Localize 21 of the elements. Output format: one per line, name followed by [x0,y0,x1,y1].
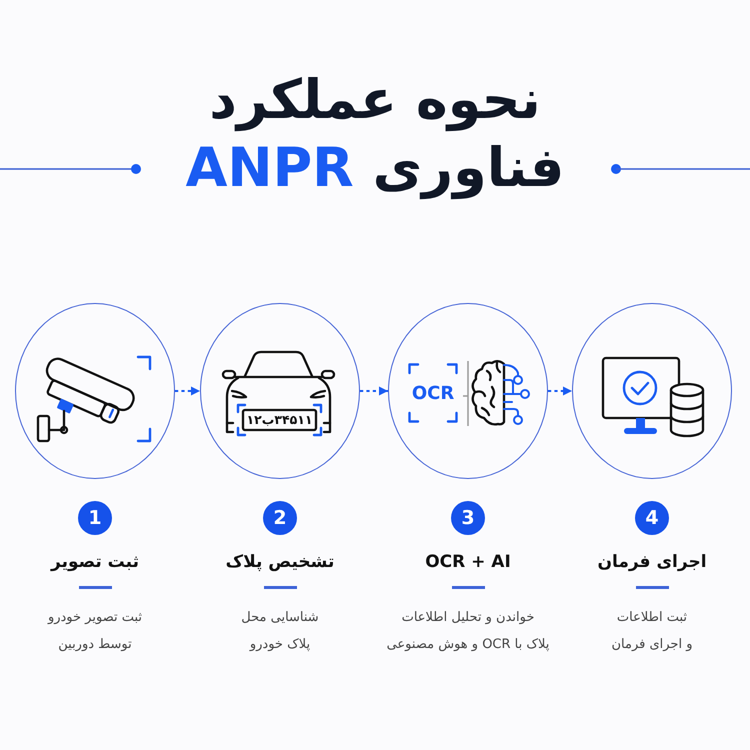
step-description: خواندن و تحلیل اطلاعات پلاک با OCR و هوش مصنوعی [386,609,550,654]
dotted-arrow [175,386,200,396]
step-number: 3 [451,501,485,535]
step-description: ثبت اطلاعات و اجرای فرمان [611,609,692,654]
step-circle [572,303,732,479]
step-title: اجرای فرمان [597,551,707,574]
plate-number: ۱۲ب۳۴۵۱۱ [246,412,312,428]
step-circle [200,303,360,479]
step-number: 4 [635,501,669,535]
step-title: OCR + AI [425,551,511,574]
dotted-arrow [360,386,388,396]
step-number: 1 [78,501,112,535]
step-title: ثبت تصویر [51,551,139,574]
step-circle [388,303,548,479]
step-number: 2 [263,501,297,535]
step-title: تشخیص پلاک [226,551,334,574]
step-circle [15,303,175,479]
ocr-text: OCR [412,383,454,405]
step-description: ثبت تصویر خودرو توسط دوربین [48,609,142,654]
step-description: شناسایی محل پلاک خودرو [241,609,319,654]
dotted-arrow [548,386,572,396]
